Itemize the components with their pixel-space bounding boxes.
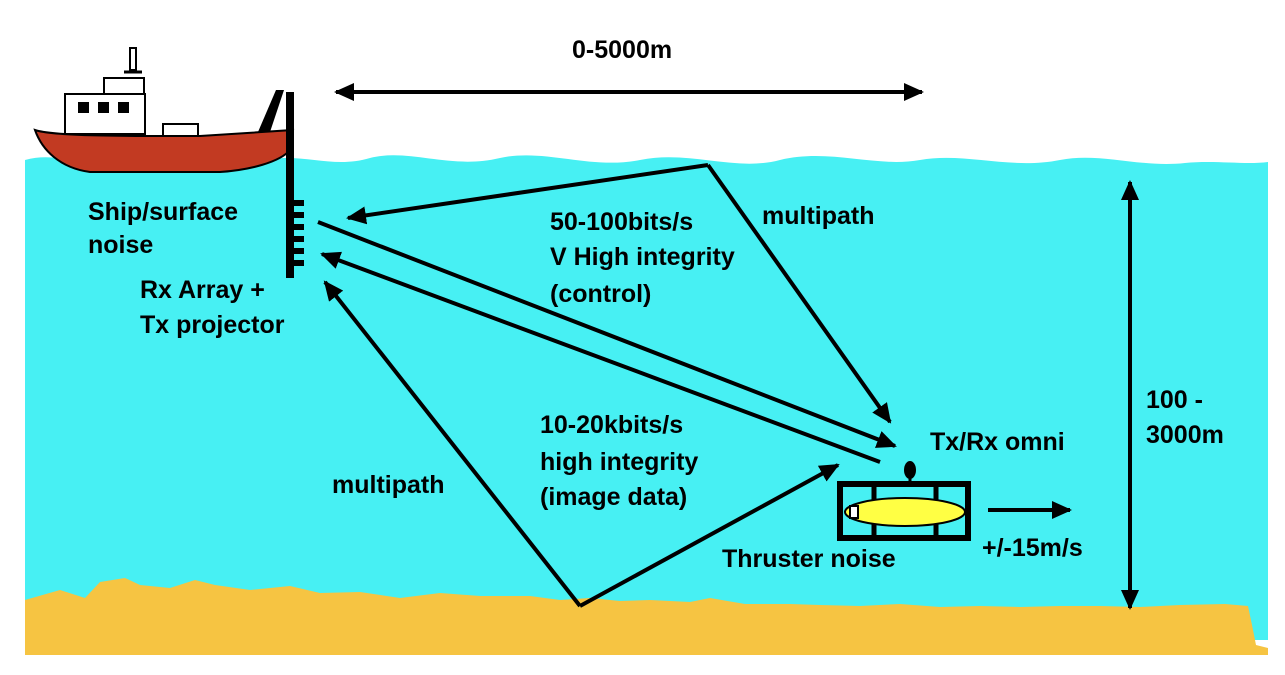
control-label-1: 50-100bits/s bbox=[550, 208, 693, 236]
rov-icon bbox=[837, 461, 971, 541]
image-label-1: 10-20kbits/s bbox=[540, 411, 683, 439]
control-label-2: V High integrity bbox=[550, 243, 735, 271]
surface-multipath-path bbox=[706, 163, 892, 424]
omni-label: Tx/Rx omni bbox=[930, 428, 1065, 456]
multipath-seabed-label: multipath bbox=[332, 471, 445, 499]
horizontal-range-label: 0-5000m bbox=[572, 36, 672, 64]
array-label-2: Tx projector bbox=[140, 311, 285, 339]
thruster-noise-label: Thruster noise bbox=[722, 545, 896, 573]
image-label-2: high integrity bbox=[540, 448, 698, 476]
ship-icon bbox=[33, 47, 295, 173]
seabed-multipath-to-rov bbox=[579, 463, 840, 608]
surface-to-array-path bbox=[346, 163, 709, 225]
control-label-3: (control) bbox=[550, 280, 651, 308]
speed-label: +/-15m/s bbox=[982, 534, 1083, 562]
seabed-multipath-to-array bbox=[323, 280, 582, 608]
ship-noise-label-2: noise bbox=[88, 231, 153, 259]
array-label-1: Rx Array + bbox=[140, 276, 265, 304]
image-uplink-path bbox=[320, 251, 881, 464]
multipath-surface-label: multipath bbox=[762, 202, 875, 230]
depth-range-label-1: 100 - bbox=[1146, 386, 1203, 414]
ship-noise-label-1: Ship/surface bbox=[88, 198, 238, 226]
image-label-3: (image data) bbox=[540, 483, 687, 511]
receiver-array-icon bbox=[286, 92, 304, 278]
control-downlink-path bbox=[317, 220, 897, 448]
depth-range-label-2: 3000m bbox=[1146, 421, 1224, 449]
seabed bbox=[25, 578, 1268, 655]
